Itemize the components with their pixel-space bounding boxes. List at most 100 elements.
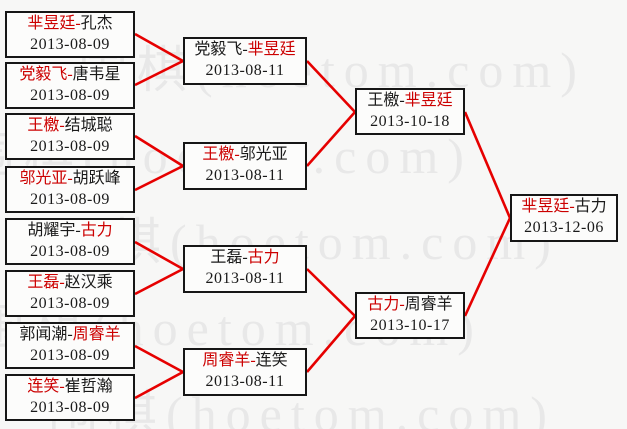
match-r1-m3: 王檄-结城聪 2013-08-09 [5, 113, 135, 160]
match-date: 2013-08-09 [30, 398, 110, 416]
vs-dash: - [250, 352, 256, 370]
vs-dash: - [67, 65, 73, 83]
match-date: 2013-08-11 [205, 270, 285, 287]
match-date: 2013-08-11 [205, 373, 285, 390]
match-date: 2013-08-09 [30, 294, 110, 312]
match-players: 郭闻潮-周睿羊 [19, 325, 120, 346]
player-right: 邬光亚 [239, 146, 288, 164]
match-players: 党毅飞-芈昱廷 [194, 40, 295, 61]
match-sf-m1: 王檄-芈昱廷 2013-10-18 [355, 88, 465, 135]
match-r1-m2: 党毅飞-唐韦星 2013-08-09 [5, 62, 135, 109]
match-date: 2013-08-09 [30, 242, 110, 260]
match-r1-m1: 芈昱廷-孔杰 2013-08-09 [5, 11, 135, 58]
match-date: 2013-08-09 [30, 35, 110, 53]
match-players: 古力-周睿羊 [367, 295, 452, 316]
player-right: 古力 [80, 221, 113, 239]
match-date: 2013-08-11 [205, 62, 285, 79]
player-left: 古力 [367, 295, 400, 313]
player-left: 连笑 [27, 377, 60, 395]
player-left: 王檄 [27, 116, 60, 134]
match-date: 2013-10-18 [370, 112, 450, 130]
match-date: 2013-08-09 [30, 346, 110, 364]
player-left: 邬光亚 [19, 169, 68, 187]
player-right: 唐韦星 [72, 65, 121, 83]
vs-dash: - [399, 295, 405, 313]
match-players: 胡耀宇-古力 [27, 221, 112, 242]
player-right: 芈昱廷 [247, 41, 296, 59]
player-left: 王磊 [210, 249, 243, 267]
player-right: 周睿羊 [404, 295, 453, 313]
vs-dash: - [59, 377, 65, 395]
match-date: 2013-10-17 [370, 316, 450, 334]
player-left: 党毅飞 [194, 41, 243, 59]
player-left: 胡耀宇 [27, 221, 76, 239]
vs-dash: - [67, 325, 73, 343]
match-date: 2013-08-11 [205, 167, 285, 184]
player-right: 赵汉乘 [64, 273, 113, 291]
match-players: 王檄-邬光亚 [202, 145, 287, 166]
match-date: 2013-12-06 [524, 219, 604, 236]
player-right: 芈昱廷 [404, 91, 453, 109]
connector-line [306, 315, 356, 373]
vs-dash: - [569, 198, 575, 216]
match-r2-m1: 党毅飞-芈昱廷 2013-08-11 [183, 37, 307, 85]
connector-line [134, 267, 184, 296]
connector-line [463, 111, 512, 219]
match-players: 王檄-芈昱廷 [367, 91, 452, 112]
match-players: 王磊-古力 [210, 248, 279, 269]
match-players: 王磊-赵汉乘 [27, 273, 112, 294]
player-right: 古力 [574, 198, 607, 216]
player-left: 王檄 [367, 91, 400, 109]
player-left: 周睿羊 [202, 352, 251, 370]
connector-line [134, 164, 184, 192]
connector-line [306, 111, 356, 167]
match-r1-m6: 王磊-赵汉乘 2013-08-09 [5, 270, 135, 317]
player-right: 孔杰 [80, 14, 113, 32]
vs-dash: - [399, 91, 405, 109]
vs-dash: - [242, 249, 248, 267]
vs-dash: - [75, 14, 81, 32]
player-right: 结城聪 [64, 116, 113, 134]
match-r2-m2: 王檄-邬光亚 2013-08-11 [183, 142, 307, 190]
vs-dash: - [234, 146, 240, 164]
connector-line [306, 60, 356, 113]
connector-line [306, 268, 356, 317]
match-r1-m4: 邬光亚-胡跃峰 2013-08-09 [5, 166, 135, 213]
watermark-text: 围棋(hoetom.com) [78, 42, 586, 98]
connector-line [463, 217, 512, 317]
vs-dash: - [67, 169, 73, 187]
match-players: 连笑-崔哲瀚 [27, 377, 112, 398]
match-players: 周睿羊-连笑 [202, 351, 287, 372]
player-left: 郭闻潮 [19, 325, 68, 343]
player-left: 王檄 [202, 146, 235, 164]
vs-dash: - [59, 273, 65, 291]
player-right: 崔哲瀚 [64, 377, 113, 395]
player-left: 党毅飞 [19, 65, 68, 83]
player-left: 芈昱廷 [521, 198, 570, 216]
match-players: 王檄-结城聪 [27, 116, 112, 137]
connector-line [134, 32, 184, 63]
player-left: 王磊 [27, 273, 60, 291]
match-r2-m3: 王磊-古力 2013-08-11 [183, 245, 307, 293]
match-final: 芈昱廷-古力 2013-12-06 [510, 194, 618, 242]
player-left: 芈昱廷 [27, 14, 76, 32]
connector-line [134, 240, 184, 271]
match-r1-m5: 胡耀宇-古力 2013-08-09 [5, 218, 135, 265]
match-players: 邬光亚-胡跃峰 [19, 169, 120, 190]
player-right: 胡跃峰 [72, 169, 121, 187]
match-players: 芈昱廷-古力 [521, 197, 606, 218]
match-date: 2013-08-09 [30, 137, 110, 155]
player-right: 古力 [247, 249, 280, 267]
player-right: 连笑 [255, 352, 288, 370]
connector-line [134, 370, 184, 400]
vs-dash: - [59, 116, 65, 134]
player-right: 周睿羊 [72, 325, 121, 343]
match-sf-m2: 古力-周睿羊 2013-10-17 [355, 292, 465, 339]
match-r1-m8: 连笑-崔哲瀚 2013-08-09 [5, 374, 135, 421]
connector-line [134, 344, 184, 374]
match-date: 2013-08-09 [30, 190, 110, 208]
connector-line [134, 134, 184, 168]
vs-dash: - [242, 41, 248, 59]
